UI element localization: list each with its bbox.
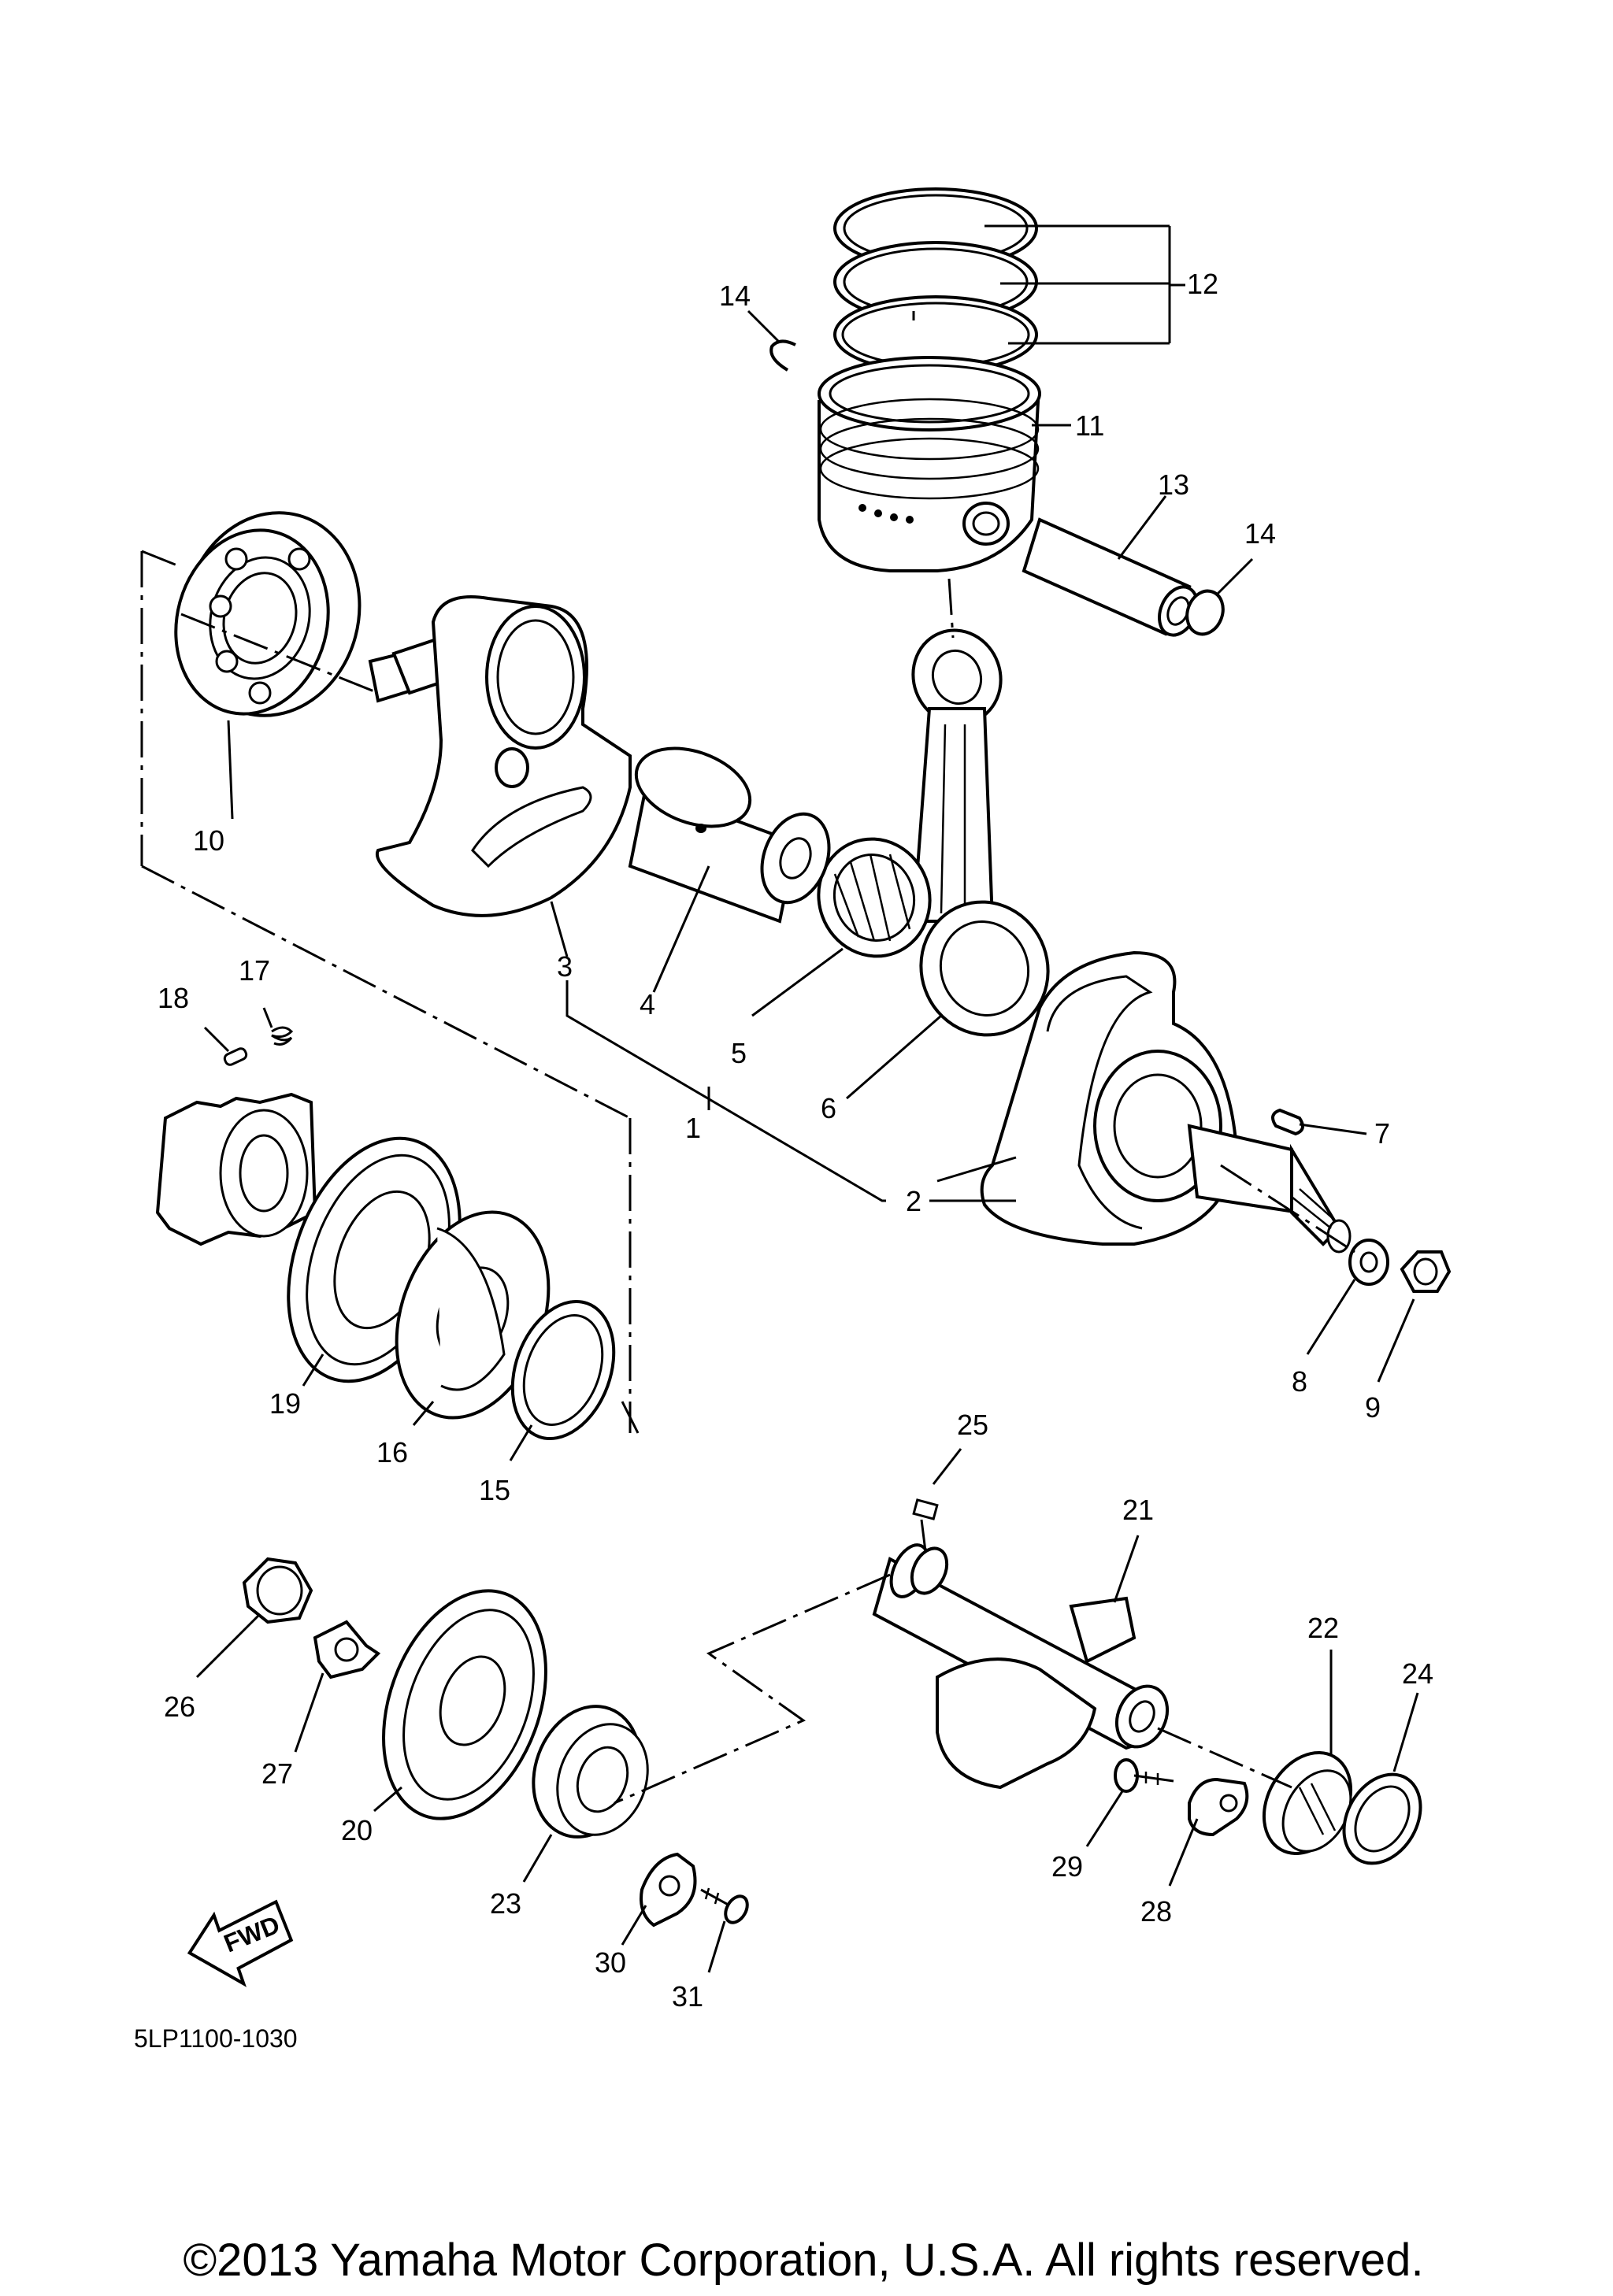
label-26: 26: [164, 1691, 195, 1723]
screw-left: [700, 1887, 749, 1924]
copyright-notice: ©2013 Yamaha Motor Corporation, U.S.A. A…: [183, 2235, 1423, 2286]
piston-circlip-left: [769, 339, 796, 372]
piston-circlip-right: [1185, 589, 1225, 636]
label-17: 17: [239, 954, 270, 987]
needle-bearing: [817, 837, 932, 958]
label-24: 24: [1402, 1657, 1433, 1690]
label-1: 1: [685, 1112, 701, 1144]
lock-washer: [313, 1620, 381, 1679]
label-29: 29: [1051, 1850, 1083, 1883]
nut-balancer: [242, 1557, 313, 1624]
label-16: 16: [376, 1436, 408, 1468]
balancer-driven-gear: [382, 1589, 547, 1820]
woodruff-key: [1271, 1108, 1304, 1136]
washer-plate: [510, 1299, 616, 1441]
label-6: 6: [821, 1092, 836, 1124]
needle-bearing-balancer: [1262, 1751, 1353, 1855]
piston-pin: [1022, 517, 1199, 637]
leader-lines: [195, 224, 1419, 1973]
diagram-code: 5LP1100-1030: [134, 2024, 298, 2053]
label-30: 30: [595, 1946, 626, 1979]
screw-right: [1114, 1758, 1174, 1793]
label-28: 28: [1140, 1895, 1172, 1928]
label-7: 7: [1374, 1117, 1390, 1150]
label-25: 25: [957, 1409, 988, 1441]
bearing-balancer-left: [532, 1705, 649, 1839]
key: [912, 1498, 939, 1520]
label-10: 10: [193, 824, 224, 857]
label-12: 12: [1187, 268, 1218, 300]
label-23: 23: [490, 1887, 521, 1920]
label-14-right: 14: [1244, 517, 1276, 550]
washer: [1348, 1239, 1389, 1286]
label-4: 4: [640, 988, 655, 1020]
primary-drive-gear: [155, 1092, 317, 1246]
label-22: 22: [1307, 1612, 1339, 1644]
crankshaft-right: [980, 950, 1352, 1254]
piston-rings: [833, 187, 1038, 374]
piston: [818, 356, 1041, 572]
label-9: 9: [1365, 1391, 1381, 1424]
label-21: 21: [1122, 1494, 1154, 1526]
oil-seal: [1342, 1772, 1422, 1865]
label-31: 31: [672, 1980, 703, 2013]
part-labels: 12 14 11 13 14 10 3 4 5 1 6 2 7 8 9 17 1…: [158, 268, 1433, 2013]
lock-plate-right: [1188, 1777, 1249, 1837]
label-2: 2: [906, 1185, 921, 1217]
plate: [395, 1210, 551, 1420]
label-14-left: 14: [719, 280, 751, 312]
dowel-pin: [223, 1047, 248, 1066]
lock-plate-left: [640, 1852, 697, 1928]
label-27: 27: [261, 1757, 293, 1790]
connecting-rod: [911, 628, 1050, 1037]
label-15: 15: [479, 1474, 510, 1506]
label-5: 5: [731, 1037, 747, 1069]
label-18: 18: [158, 982, 189, 1014]
label-8: 8: [1292, 1365, 1307, 1398]
spring: [271, 1026, 294, 1046]
crankshaft-left: [368, 595, 632, 917]
label-3: 3: [557, 950, 573, 983]
label-13: 13: [1158, 468, 1189, 501]
crank-pin: [628, 746, 831, 924]
main-bearing-left: [174, 511, 362, 717]
nut: [1400, 1250, 1452, 1293]
balancer-shaft: [872, 1543, 1170, 1790]
label-20: 20: [341, 1814, 373, 1846]
assembly-lines: [140, 550, 1355, 1805]
fwd-arrow: FWD: [187, 1899, 294, 1987]
label-11: 11: [1075, 409, 1104, 442]
label-19: 19: [269, 1387, 301, 1420]
